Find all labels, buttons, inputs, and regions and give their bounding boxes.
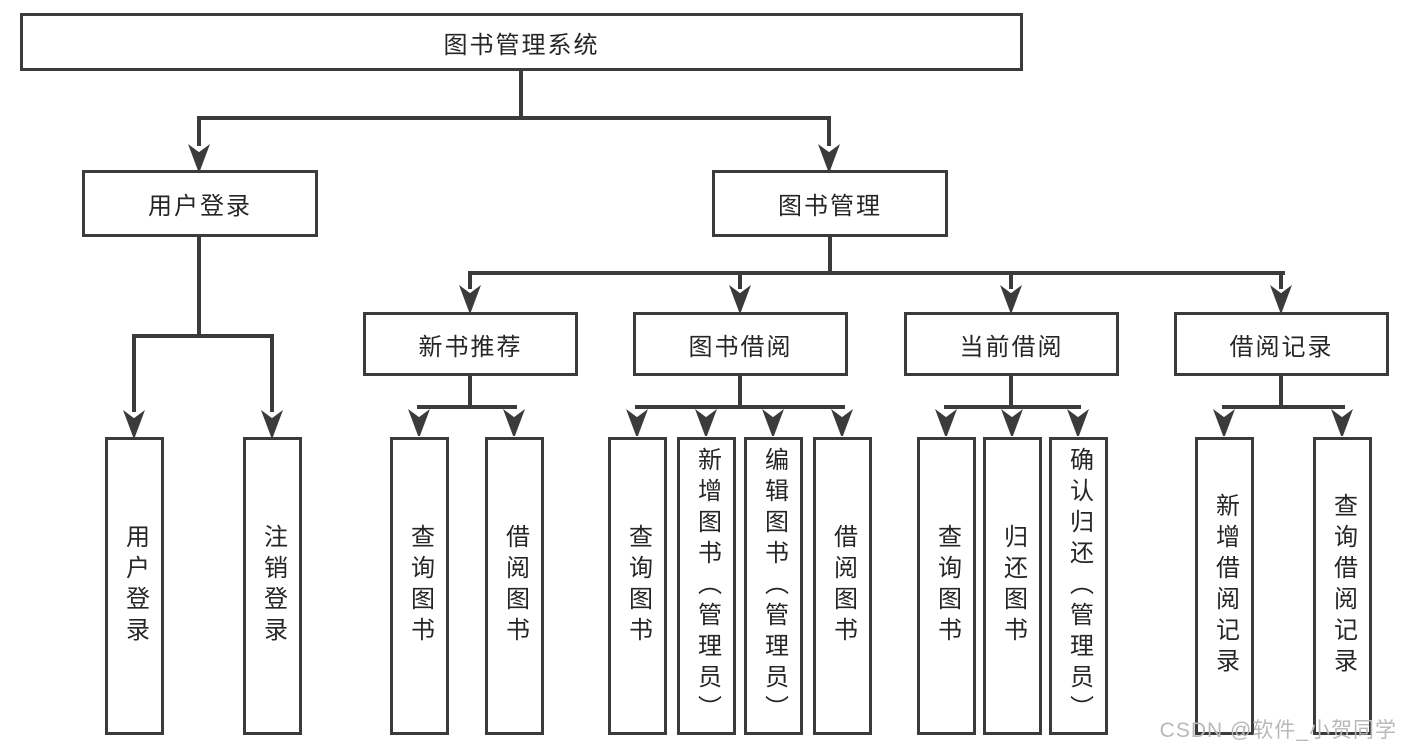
connector-drop-book-borrow [738,275,742,289]
arrow-down-icon [1001,409,1023,436]
arrow-down-icon [626,409,648,436]
connector-current-borrow-stem [1009,376,1013,407]
leaf-edit-book-admin: 编辑图书（管理员） [744,437,803,735]
connector-user-login-stem [197,237,201,336]
connector-book-borrow-bar [635,405,845,409]
leaf-query-book-borrow: 查询图书 [608,437,667,735]
node-current-borrow: 当前借阅 [904,312,1119,376]
connector-user-login-bar [132,334,274,338]
node-book-mgmt: 图书管理 [712,170,948,237]
connector-drop-book-mgmt [827,118,831,146]
arrow-down-icon [261,410,283,437]
connector-current-borrow-bar [944,405,1081,409]
connector-new-book-bar [417,405,517,409]
leaf-query-book-current: 查询图书 [917,437,976,735]
node-book-borrow: 图书借阅 [633,312,848,376]
node-borrow-records: 借阅记录 [1174,312,1389,376]
connector-drop-current-borrow [1009,275,1013,289]
connector-drop-leaf-logout [270,336,274,412]
arrow-down-icon [408,409,430,436]
arrow-down-icon [762,409,784,436]
connector-drop-borrow-records [1279,275,1283,289]
connector-new-book-stem [468,376,472,407]
leaf-borrow-book: 借阅图书 [813,437,872,735]
arrow-down-icon [1213,409,1235,436]
arrow-down-icon [729,285,751,312]
arrow-down-icon [188,144,210,171]
connector-drop-new-book [468,275,472,289]
connector-level3-bar [468,271,1285,275]
leaf-add-book-admin: 新增图书（管理员） [677,437,736,735]
connector-drop-user-login [197,118,201,146]
leaf-add-borrow-record: 新增借阅记录 [1195,437,1254,735]
arrow-down-icon [503,409,525,436]
connector-borrow-records-bar [1222,405,1345,409]
connector-book-mgmt-stem [828,237,832,273]
csdn-watermark: CSDN @软件_小贺同学 [1159,719,1397,742]
arrow-down-icon [695,409,717,436]
arrow-down-icon [1270,285,1292,312]
leaf-query-borrow-record: 查询借阅记录 [1313,437,1372,735]
arrow-down-icon [1000,285,1022,312]
connector-borrow-records-stem [1279,376,1283,407]
leaf-logout: 注销登录 [243,437,302,735]
arrow-down-icon [935,409,957,436]
connector-drop-leaf-login [132,336,136,412]
arrow-down-icon [459,285,481,312]
node-new-book-rec: 新书推荐 [363,312,578,376]
connector-book-borrow-stem [738,376,742,407]
arrow-down-icon [1331,409,1353,436]
leaf-borrow-book-rec: 借阅图书 [485,437,544,735]
arrow-down-icon [831,409,853,436]
leaf-confirm-return-admin: 确认归还（管理员） [1049,437,1108,735]
arrow-down-icon [1067,409,1089,436]
leaf-query-book-rec: 查询图书 [390,437,449,735]
connector-level2-bar [197,116,831,120]
arrow-down-icon [123,410,145,437]
leaf-user-login: 用户登录 [105,437,164,735]
arrow-down-icon [818,144,840,171]
node-user-login: 用户登录 [82,170,318,237]
connector-root-stem [519,70,523,118]
leaf-return-book: 归还图书 [983,437,1042,735]
node-root: 图书管理系统 [20,13,1023,71]
